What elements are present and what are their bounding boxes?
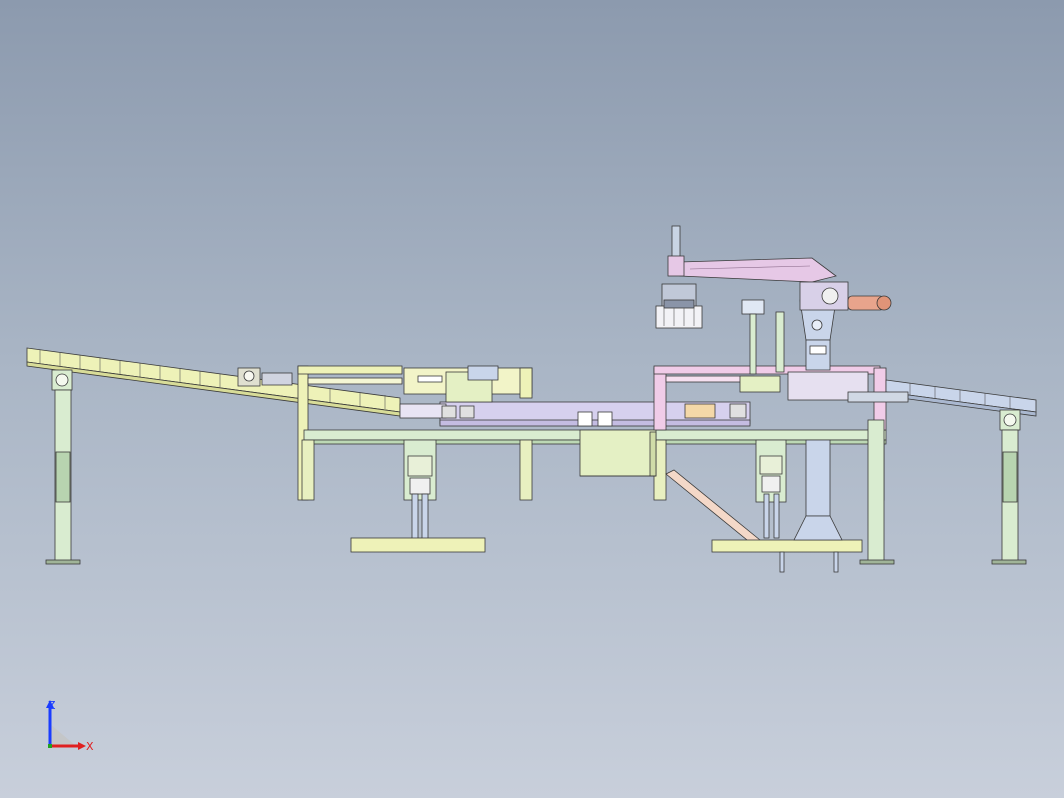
x-axis-label: X — [86, 740, 94, 753]
right-support-stands — [859, 409, 1027, 565]
transfer-track — [399, 401, 751, 427]
z-axis-label: Z — [48, 699, 56, 712]
right-outfeed-conveyor — [847, 379, 1037, 417]
xz-plane-shade — [50, 724, 76, 746]
control-box — [579, 429, 657, 477]
right-lift-station — [711, 299, 863, 573]
x-axis-arrow — [78, 742, 86, 750]
robot-column — [793, 299, 843, 541]
z-axis-arrow — [46, 700, 54, 708]
left-lift-station — [350, 365, 499, 553]
diagonal-brace — [665, 469, 761, 545]
coordinate-triad-icon: Z X — [46, 699, 94, 753]
y-axis-dot — [48, 744, 52, 748]
pick-and-place-arm — [655, 225, 892, 329]
left-support-stand — [45, 369, 81, 565]
